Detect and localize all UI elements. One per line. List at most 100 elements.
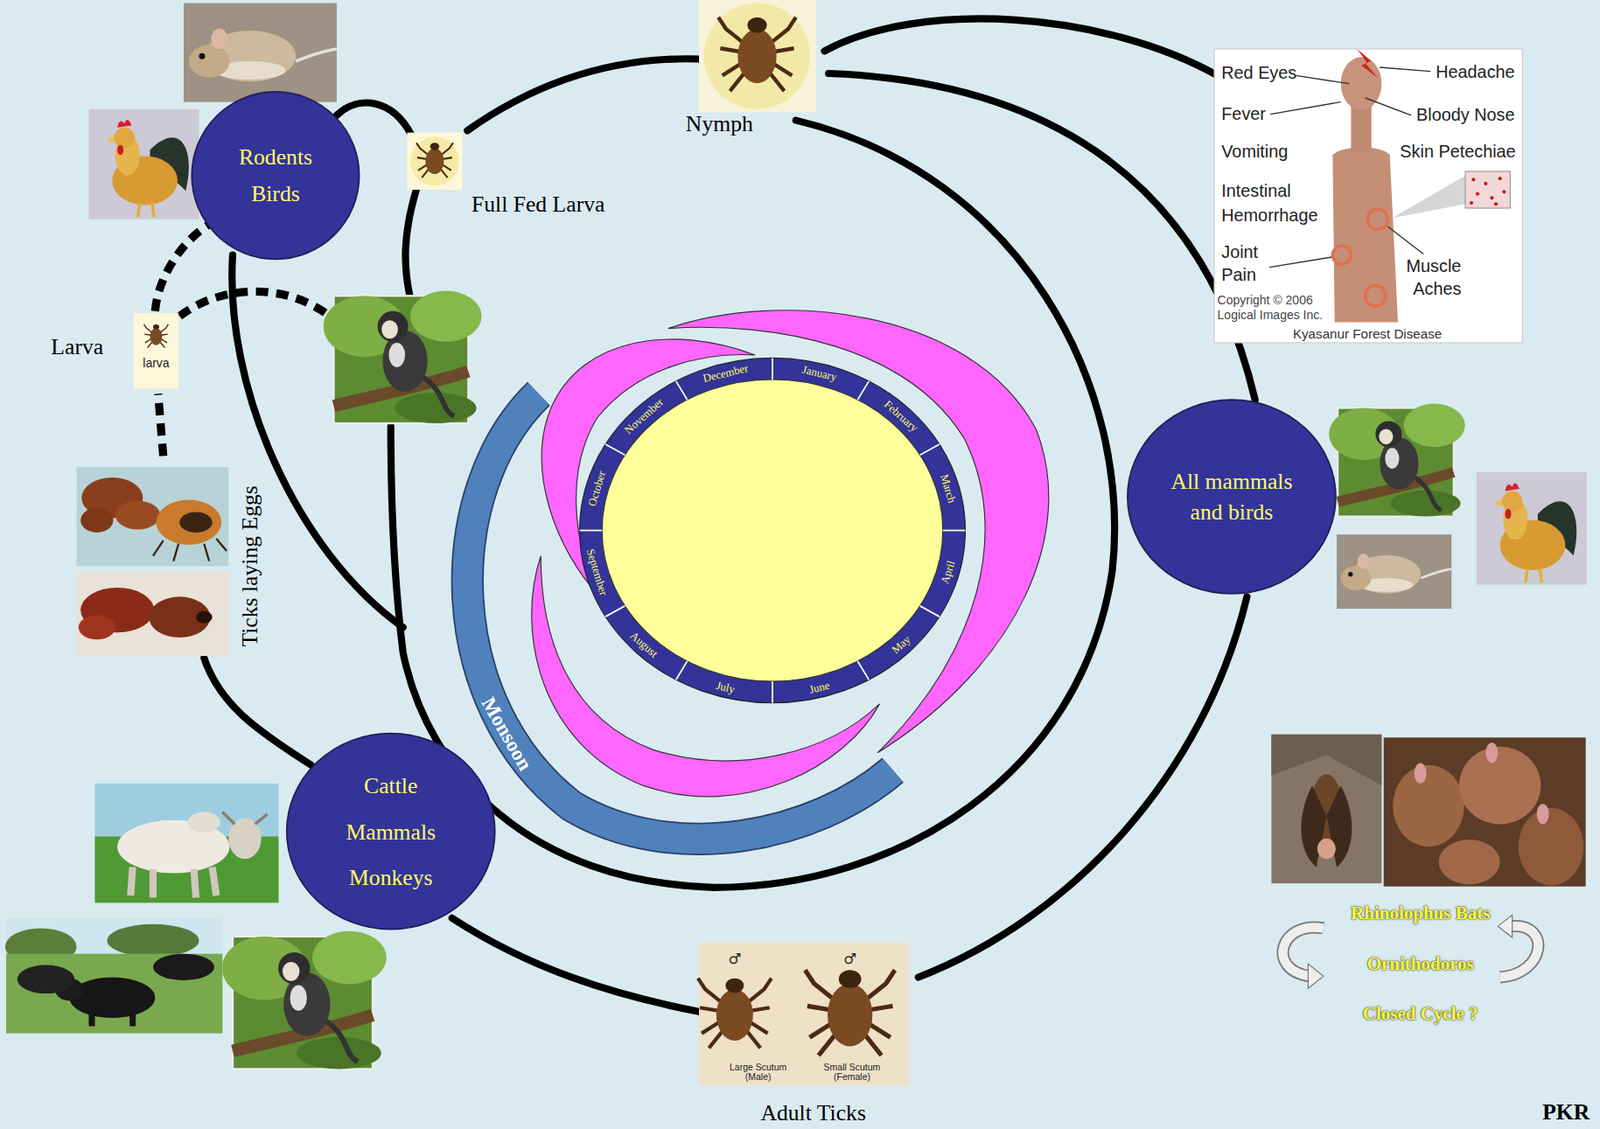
cycle-note: Ornithodoros (1367, 953, 1475, 975)
photo-caption: Large Scutum (Male) (725, 1062, 791, 1083)
cycle-arrow (1500, 926, 1539, 978)
ring-separator (605, 444, 625, 455)
symptom-figure (1502, 189, 1506, 194)
circle-shape (286, 733, 496, 930)
circle-text: Rodents Birds (219, 139, 332, 213)
nymph-photo (698, 0, 817, 112)
symptom-label: Headache (1435, 62, 1515, 83)
photo-tile (1328, 404, 1465, 518)
symptom-figure (1365, 97, 1412, 116)
cycle-line (391, 120, 1115, 888)
bat-photo (1383, 737, 1587, 887)
ring-separator (920, 444, 940, 455)
cycle-line (336, 103, 412, 135)
bat-photo (1537, 803, 1550, 825)
ring-separator (605, 606, 625, 617)
larva-photo (133, 313, 179, 389)
month-ring: DecemberJanuaryFebruaryMarchAprilMayJune… (578, 356, 966, 705)
photo-tile (222, 931, 387, 1070)
symptom-figure (1471, 177, 1475, 182)
cycle-arrow (1282, 915, 1538, 989)
stage-label: Adult Ticks (760, 1100, 867, 1127)
cycle-arrow (1500, 926, 1539, 978)
bat-photo (1485, 742, 1498, 763)
symptom-figure (1391, 175, 1466, 219)
symptom-figure (1365, 286, 1386, 307)
symptom-figure (1332, 147, 1398, 323)
egg-laying-photo (179, 512, 212, 533)
cycle-note: Closed Cycle ? (1362, 1003, 1479, 1025)
symptom-figure (1483, 181, 1488, 186)
symptom-label: Vomiting (1221, 141, 1288, 162)
symptom-label: Muscle Aches (1390, 256, 1462, 301)
bull-photo (130, 866, 217, 898)
larva-photo (143, 324, 168, 349)
egg-laying-photo (78, 614, 116, 640)
copyright-note: Copyright © 2006 Logical Images Inc. (1217, 293, 1339, 324)
ring-separator (771, 681, 774, 703)
cycle-line (452, 918, 700, 1013)
circle-outline (190, 90, 361, 261)
cycle-line (824, 18, 1219, 77)
bat-photo (1459, 747, 1541, 825)
ring-separator (676, 661, 688, 680)
photo-tile (1476, 472, 1587, 585)
symptom-figure (1214, 48, 1523, 343)
larva-photo (406, 132, 462, 190)
circle-shape (1127, 399, 1336, 594)
host-circle: Cattle Mammals Monkeys (286, 733, 497, 931)
host-circle: Rodents Birds (190, 90, 361, 261)
cattle-photo (5, 918, 223, 1035)
sex-symbol: ♂ (843, 950, 857, 968)
egg-laying-photo (195, 611, 213, 624)
symptom-figure (1379, 67, 1431, 72)
cattle-photo (91, 1012, 133, 1027)
photo-tile (88, 109, 199, 220)
egg-laying-photo (115, 501, 161, 531)
bat-photo (1518, 808, 1585, 887)
cycle-line (918, 596, 1248, 978)
photo-label: larva (142, 356, 169, 371)
bat-photo (1392, 765, 1465, 847)
sex-symbol: ♂ (728, 950, 742, 968)
photo-tile (1336, 534, 1452, 609)
cattle-photo (69, 977, 155, 1019)
ring-center (601, 379, 944, 682)
symptom-figure (1269, 67, 1431, 268)
dashed-cycle-line (158, 393, 164, 456)
circle-text: All mammals and birds (1154, 466, 1308, 528)
symptom-figure (1367, 209, 1388, 230)
nymph-photo (718, 17, 797, 91)
egg-laying-photo (80, 508, 113, 533)
egg-laying-photo (76, 571, 229, 657)
symptom-figure (1498, 176, 1503, 181)
bull-photo (188, 811, 221, 832)
symptom-figure (1387, 226, 1424, 254)
cattle-photo (106, 924, 199, 958)
ring-separator (579, 530, 603, 532)
node-label: Cattle Mammals Monkeys (335, 762, 448, 901)
symptom-figure (1269, 257, 1332, 268)
symptom-figure (1469, 176, 1507, 206)
bull-photo (94, 783, 279, 903)
stage-label: Ticks laying Eggs (237, 485, 264, 647)
egg-laying-photo (155, 500, 222, 545)
symptom-figure (1465, 171, 1510, 209)
stage-label: Larva (50, 334, 104, 361)
symptom-figure (1475, 192, 1480, 196)
figure-caption: Kyasanur Forest Disease (1292, 327, 1442, 343)
band-shape (467, 393, 893, 839)
band-outline (428, 372, 914, 863)
nymph-photo (704, 2, 811, 109)
stage-label: Full Fed Larva (471, 191, 606, 218)
adult-tick-photo (698, 978, 772, 1049)
dashed-cycle-line (154, 224, 210, 312)
ring-separator (771, 357, 774, 379)
symptom-figure (1489, 195, 1494, 200)
symptom-figure (1214, 48, 1523, 343)
symptom-label: Red Eyes (1221, 63, 1297, 84)
node-label: All mammals and birds (1154, 466, 1308, 528)
bull-photo (222, 811, 267, 825)
dashed-cycle-line (154, 224, 333, 457)
